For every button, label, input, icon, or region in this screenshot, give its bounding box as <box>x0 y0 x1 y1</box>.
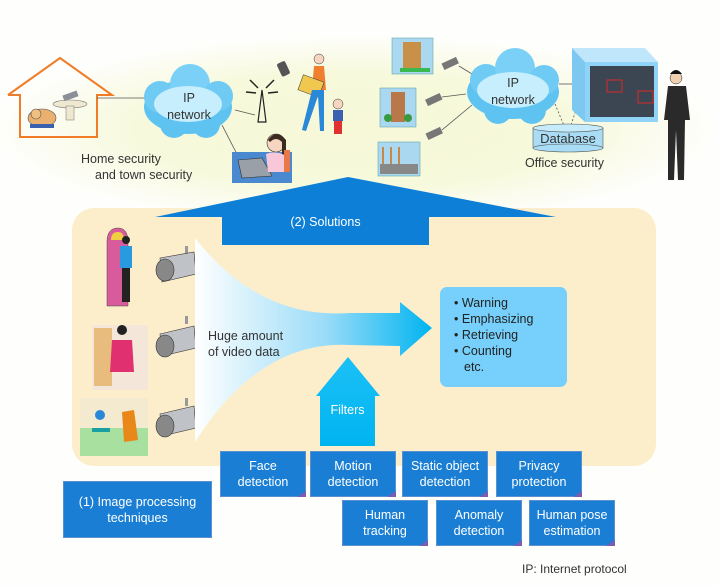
cloud-left-line1: IP <box>183 91 195 105</box>
office-security-scene <box>377 37 690 180</box>
ip-cloud-left-icon <box>144 64 233 138</box>
page-fold-icon <box>479 491 488 497</box>
technique-motion-detection: Motion detection <box>310 451 396 497</box>
shopping-scene-icon <box>92 325 148 390</box>
page-fold-icon <box>297 491 306 497</box>
home-security-caption: Home security and town security <box>81 151 192 183</box>
camera-3-icon <box>155 398 197 438</box>
technique-line2: detection <box>237 475 289 489</box>
technique-face-detection: Face detection <box>220 451 306 497</box>
technique-line2: protection <box>511 475 567 489</box>
solutions-label: (2) Solutions <box>290 215 361 229</box>
office-security-caption: Office security <box>525 156 604 170</box>
house-icon <box>7 56 116 138</box>
filters-label: Filters <box>330 403 365 417</box>
technique-line2: detection <box>327 475 379 489</box>
technique-line1: Human pose <box>536 508 608 522</box>
video-label-line1: Huge amount <box>208 329 284 343</box>
output-item: Counting <box>454 343 567 359</box>
atm-scene-icon <box>106 227 132 307</box>
page-fold-icon <box>606 540 615 546</box>
technique-static-object-detection: Static object detection <box>402 451 488 497</box>
technique-line2: estimation <box>543 524 601 538</box>
cloud-left-line2: network <box>167 108 211 122</box>
man-icon <box>664 70 690 180</box>
database-label: Database <box>540 131 596 146</box>
technique-human-pose-estimation: Human pose estimation <box>529 500 615 546</box>
database-icon <box>532 123 604 153</box>
phone-icon <box>277 61 290 77</box>
output-etc-text: etc. <box>464 360 485 374</box>
building-2-icon <box>379 87 417 128</box>
antenna-tower-icon <box>245 79 279 123</box>
factory-icon <box>377 141 421 177</box>
cloud-right-line1: IP <box>507 76 519 90</box>
technique-line1: Privacy <box>518 459 560 473</box>
living-room-scene-icon <box>80 398 148 456</box>
monitor-wall-icon <box>572 48 658 122</box>
technique-line1: Face <box>249 459 277 473</box>
caption-line1: Home security <box>81 152 161 166</box>
video-data-flow-arrow <box>195 238 432 442</box>
technique-line2: detection <box>453 524 505 538</box>
home-security-scene <box>7 53 344 183</box>
filters-arrow <box>316 357 380 446</box>
ip-cloud-right-icon <box>467 48 559 124</box>
ip-network-left-label: IP network <box>164 90 214 124</box>
camera-1-icon <box>155 246 197 283</box>
output-item: Emphasizing <box>454 311 567 327</box>
video-data-label: Huge amount of video data <box>208 328 283 360</box>
footnote: IP: Internet protocol <box>522 562 627 576</box>
technique-line1: Anomaly <box>454 508 504 522</box>
technique-line1: Static object <box>410 459 480 473</box>
camera-2-icon <box>155 316 197 358</box>
caption-line2: and town security <box>95 168 193 182</box>
table-camera-icon <box>52 90 88 121</box>
page-fold-icon <box>387 491 396 497</box>
image-processing-line2: techniques <box>107 510 168 525</box>
technique-line2: tracking <box>363 524 407 538</box>
technique-human-tracking: Human tracking <box>342 500 428 546</box>
technique-line1: Motion <box>334 459 372 473</box>
output-item: Warning <box>454 295 567 311</box>
building-1-icon <box>391 37 434 75</box>
page-fold-icon <box>513 540 522 546</box>
output-item: Retrieving <box>454 327 567 343</box>
output-etc: etc. <box>454 359 567 375</box>
image-processing-line1: (1) Image processing <box>78 494 197 509</box>
technique-privacy-protection: Privacy protection <box>496 451 582 497</box>
image-processing-box: (1) Image processing techniques <box>63 481 212 538</box>
solutions-output-box: Warning Emphasizing Retrieving Counting … <box>440 287 567 387</box>
page-fold-icon <box>573 491 582 497</box>
cloud-right-line2: network <box>491 93 535 107</box>
laptop-user-icon <box>232 133 292 183</box>
ip-network-right-label: IP network <box>488 75 538 109</box>
technique-anomaly-detection: Anomaly detection <box>436 500 522 546</box>
technique-line2: detection <box>419 475 471 489</box>
video-label-line2: of video data <box>208 345 280 359</box>
camera-icons <box>425 56 473 141</box>
page-fold-icon <box>419 540 428 546</box>
woman-child-icon <box>297 53 344 134</box>
dog-icon <box>27 108 57 128</box>
technique-line1: Human <box>364 508 406 522</box>
